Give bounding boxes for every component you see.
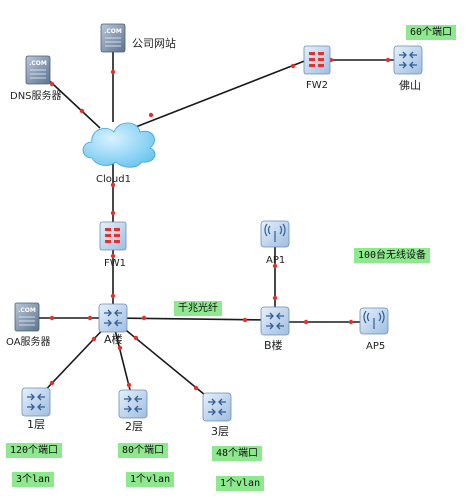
links (30, 52, 408, 405)
firewall-icon (99, 221, 127, 251)
dns-server[interactable]: .COM (25, 55, 51, 85)
foshan-label: 佛山 (399, 79, 421, 92)
port-dot (272, 295, 278, 301)
ap1-label: AP1 (266, 255, 286, 266)
switch-icon (202, 392, 232, 422)
port-dot (110, 293, 116, 299)
switch-icon (260, 306, 290, 336)
port-dot (110, 182, 116, 188)
port-dot (117, 345, 123, 351)
foshan-ports-tag: 60个端口 (406, 25, 457, 40)
port-dot (87, 315, 93, 321)
server-badge: .COM (104, 28, 122, 35)
floor2-switch[interactable] (118, 389, 148, 419)
port-dot (49, 315, 55, 321)
floor1-ports-tag: 120个端口 (6, 443, 63, 458)
server-badge: .COM (18, 307, 36, 314)
floor3-ports-tag: 48个端口 (212, 446, 263, 461)
floor1-label: 1层 (27, 418, 45, 431)
link-a-floor3 (115, 321, 217, 405)
floor1-switch[interactable] (21, 387, 51, 417)
cloud1[interactable] (82, 122, 156, 168)
port-dot (272, 263, 278, 269)
server-badge: .COM (29, 60, 47, 67)
link-a-floor1 (35, 321, 111, 401)
port-dot (303, 319, 309, 325)
fw1-label: FW1 (104, 258, 127, 269)
switch-icon (118, 389, 148, 419)
oa-server[interactable]: .COM (14, 302, 40, 332)
port-dot (385, 57, 391, 63)
floor1-vlan-tag: 3个lan (12, 472, 55, 487)
link-a-floor2 (112, 321, 134, 403)
floor3-label: 3层 (211, 425, 229, 438)
port-dot (148, 112, 154, 118)
floor3-switch[interactable] (202, 392, 232, 422)
port-dot (126, 382, 132, 388)
port-dot (79, 108, 85, 114)
port-dot (290, 63, 296, 69)
link-a-b (112, 317, 274, 321)
port-dot (133, 335, 139, 341)
port-dot (110, 253, 116, 259)
floor2-ports-tag: 80个端口 (118, 443, 169, 458)
ap5[interactable] (359, 307, 389, 335)
building-b-switch[interactable] (260, 306, 290, 336)
port-dot (193, 385, 199, 391)
dns-server-label: DNS服务器 (10, 91, 62, 102)
fw2[interactable] (303, 45, 331, 75)
building-a-label: A楼 (104, 333, 123, 346)
port-dot (91, 336, 97, 342)
link-cloud-fw2 (127, 59, 308, 131)
wireless-devices-tag: 100台无线设备 (354, 248, 431, 263)
gigabit-fiber-tag: 千兆光纤 (174, 301, 222, 316)
cloud1-label: Cloud1 (96, 174, 131, 185)
floor2-vlan-tag: 1个vlan (126, 472, 175, 487)
fw2-label: FW2 (306, 80, 329, 91)
web-server-label: 公司网站 (132, 37, 176, 50)
floor3-vlan-tag: 1个vlan (216, 476, 265, 491)
fw1[interactable] (99, 221, 127, 251)
floor2-label: 2层 (125, 420, 143, 433)
foshan-switch[interactable] (393, 45, 423, 75)
port-dots (49, 57, 391, 391)
port-dot (110, 210, 116, 216)
port-dot (49, 380, 55, 386)
switch-icon (98, 303, 128, 333)
ap5-label: AP5 (366, 341, 386, 352)
firewall-icon (303, 45, 331, 75)
port-dot (110, 69, 116, 75)
port-dot (49, 81, 55, 87)
oa-server-label: OA服务器 (6, 337, 51, 348)
port-dot (348, 319, 354, 325)
port-dot (141, 315, 147, 321)
building-a-switch[interactable] (98, 303, 128, 333)
switch-icon (393, 45, 423, 75)
building-b-label: B楼 (264, 339, 283, 352)
switch-icon (21, 387, 51, 417)
cloud-icon (82, 122, 156, 168)
ap1[interactable] (260, 220, 290, 248)
web-server[interactable]: .COM (100, 23, 126, 53)
port-dot (242, 317, 248, 323)
